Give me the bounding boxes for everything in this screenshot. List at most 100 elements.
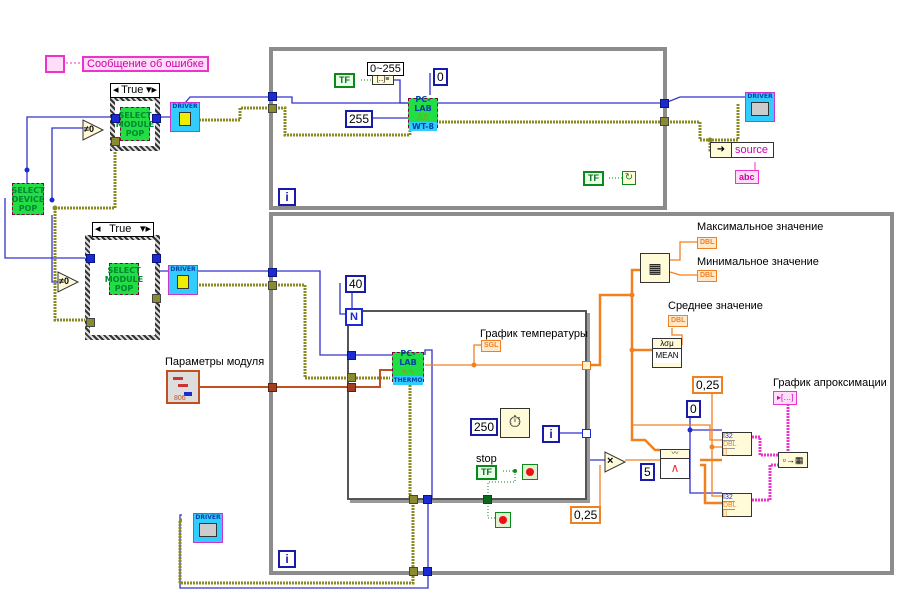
const-255[interactable]: 255 xyxy=(345,110,374,128)
bundle-node-2[interactable]: I32 DBL [] xyxy=(722,493,752,517)
curve-fit-node[interactable]: 〰 ∧ xyxy=(660,449,690,479)
driver-icon xyxy=(179,112,191,126)
const-025-b[interactable]: 0,25 xyxy=(692,376,724,394)
top-bool-constant[interactable]: TF xyxy=(334,73,355,88)
error-message-label: Сообщение об ошибке xyxy=(82,56,209,72)
bottom-while-loop[interactable] xyxy=(269,212,894,575)
select-module-pop-subvi-1[interactable]: SELECT MODULE POP xyxy=(116,107,154,141)
multiply-label: × xyxy=(607,455,614,467)
stop-condition-icon[interactable] xyxy=(522,464,538,480)
max-value-indicator[interactable]: DBL xyxy=(697,237,718,249)
const-250[interactable]: 250 xyxy=(470,418,499,436)
bottom-loop-tunnel-in-blue xyxy=(268,268,277,277)
driver-open-2[interactable]: DRIVER xyxy=(168,265,198,295)
for-tunnel-out-error xyxy=(409,495,418,504)
driver-close-2[interactable]: DRIVER xyxy=(193,513,223,543)
for-tunnel-out-array xyxy=(582,361,591,370)
top-loop-tunnel-in-blue xyxy=(268,92,277,101)
not-equal-zero-node-1 xyxy=(82,119,105,141)
cluster-icon-part xyxy=(178,384,188,387)
cluster-icon-part xyxy=(184,392,192,396)
mean-value-label: Среднее значение xyxy=(668,300,763,312)
loop-condition-terminal[interactable]: ↻ xyxy=(622,171,636,185)
temp-graph-label: График температуры xyxy=(480,328,588,340)
case2-error-tunnel-in xyxy=(86,318,95,327)
stop-label: stop xyxy=(476,453,497,465)
for-tunnel-out-stop xyxy=(483,495,492,504)
case-selector-1[interactable]: ◂True▾▸ xyxy=(110,83,160,98)
for-tunnel-in-blue xyxy=(347,351,356,360)
driver-close-icon xyxy=(199,523,217,537)
count-terminal: N xyxy=(345,308,363,326)
multiply-node xyxy=(604,451,627,473)
top-stop-bool[interactable]: TF xyxy=(583,171,604,186)
select-module-pop-subvi-2[interactable]: SELECT MODULE POP xyxy=(105,263,143,295)
const-0-approx[interactable]: 0 xyxy=(686,400,701,418)
arrow-icon: ➜ xyxy=(711,143,732,157)
bottom-loop-tunnel-in-cluster xyxy=(268,383,277,392)
driver-open-1[interactable]: DRIVER xyxy=(170,102,200,132)
driver-icon xyxy=(177,275,189,289)
bottom-loop-iteration-terminal: i xyxy=(278,550,296,568)
array-max-min-node[interactable]: ▦ xyxy=(640,253,670,283)
wave-icon: ∿∿ xyxy=(401,367,415,376)
const-40[interactable]: 40 xyxy=(345,275,367,293)
property-node-source[interactable]: ➜ source xyxy=(710,142,774,158)
top-loop-tunnel-out-blue xyxy=(660,99,669,108)
driver-close-icon xyxy=(751,102,769,116)
bottom-loop-tunnel-in-error xyxy=(268,281,277,290)
pclab-write-subvi[interactable]: PC-LAB ⎍⎍ WT-8 xyxy=(408,95,438,131)
bottom-loop-tunnel-out-blue xyxy=(423,567,432,576)
pulse-icon: ⎍⎍ xyxy=(417,113,429,122)
case-selector-2[interactable]: ◂True▾▸ xyxy=(92,222,154,237)
module-params-control[interactable]: 806 xyxy=(166,370,200,404)
max-value-label: Максимальное значение xyxy=(697,221,824,233)
inner-for-loop[interactable] xyxy=(347,310,587,500)
case-structure-1[interactable] xyxy=(110,96,160,151)
stop-bool-control[interactable]: TF xyxy=(476,465,497,480)
plot-icon: ∧ xyxy=(670,461,680,475)
const-0-top[interactable]: 0 xyxy=(433,68,448,86)
driver-close-1[interactable]: DRIVER xyxy=(745,92,775,122)
top-loop-tunnel-out-error xyxy=(660,117,669,126)
approx-graph-label: График апроксимации xyxy=(773,377,887,389)
mean-value-indicator[interactable]: DBL xyxy=(668,315,689,327)
select-device-pop-subvi[interactable]: SELECT DEVICE POP xyxy=(11,183,45,215)
select-range-node: [‥]≡ xyxy=(372,75,394,85)
pclab-thermo-subvi[interactable]: PC-LAB ∿∿ THERMO xyxy=(392,349,424,385)
temp-graph-indicator[interactable]: SGL xyxy=(481,340,502,352)
inner-iteration-terminal: i xyxy=(542,425,560,443)
error-cluster-icon xyxy=(45,55,65,73)
case2-tunnel-out xyxy=(152,254,161,263)
top-while-loop[interactable] xyxy=(269,47,667,210)
fit-icon: 〰 xyxy=(661,450,689,459)
build-array-node[interactable]: ▫→▦ xyxy=(778,452,808,468)
top-loop-tunnel-in-error xyxy=(268,104,277,113)
for-tunnel-out-blue xyxy=(423,495,432,504)
case1-tunnel-out xyxy=(152,114,161,123)
const-025-a[interactable]: 0,25 xyxy=(570,506,602,524)
for-tunnel-in-error xyxy=(347,373,356,382)
bundle-node-1[interactable]: I32 DBL [] xyxy=(722,432,752,456)
for-tunnel-in-cluster xyxy=(347,383,356,392)
source-string-indicator[interactable]: abc xyxy=(735,170,759,184)
case1-tunnel-in xyxy=(111,114,120,123)
range-constant[interactable]: 0~255 xyxy=(367,62,404,76)
stop-outer-condition-icon[interactable] xyxy=(495,512,511,528)
not-equal-zero-label-2: ≠0 xyxy=(59,276,69,286)
approx-graph-indicator[interactable]: ▸[…] xyxy=(773,391,798,405)
wait-ms-metronome-icon: ⏱ xyxy=(500,408,530,438)
mean-function[interactable]: λσμ MEAN xyxy=(652,338,682,368)
bottom-loop-tunnel-out-error xyxy=(409,567,418,576)
const-5[interactable]: 5 xyxy=(640,463,655,481)
for-tunnel-out-i xyxy=(582,429,591,438)
not-equal-zero-label-1: ≠0 xyxy=(84,124,94,134)
min-value-indicator[interactable]: DBL xyxy=(697,270,718,282)
case2-error-tunnel-out xyxy=(152,294,161,303)
top-loop-iteration-terminal: i xyxy=(278,188,296,206)
not-equal-zero-node-2 xyxy=(57,271,80,293)
module-params-label: Параметры модуля xyxy=(165,356,265,368)
min-value-label: Минимальное значение xyxy=(697,256,819,268)
case1-error-tunnel xyxy=(111,137,120,146)
